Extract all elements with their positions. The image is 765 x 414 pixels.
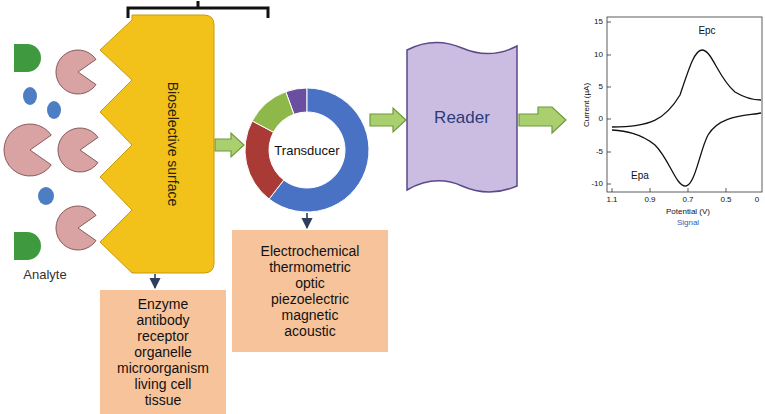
analyte-label: Analyte [23,268,66,281]
reader-shape: Reader [407,40,517,195]
tick-label: 5 [599,83,603,91]
analyte-d-shape [14,44,41,72]
analyte-pacman [56,50,96,94]
down-arrow [306,213,308,228]
node-text: Enzyme antibody receptor organelle micro… [116,296,211,408]
peak-label: Epa [631,171,649,181]
plot-frame [607,17,762,192]
signal-label: Signal [677,219,699,227]
list-box: Electrochemical thermometric optic piezo… [232,230,388,352]
block-arrow [370,108,406,132]
block-arrow [519,107,566,133]
node-text: Bioselective surface [165,82,181,207]
node-text: Reader [434,108,490,128]
node-text: Electrochemical thermometric optic piezo… [259,243,361,339]
axis-title: Potential (V) [666,208,710,216]
analyte-d-shape [14,232,41,260]
cv-curve [612,50,761,127]
tick-label: -10 [591,180,603,188]
block-arrow [215,133,244,157]
analyte-ellipse [38,187,54,205]
analyte-ellipse [47,101,61,119]
list-box: Enzyme antibody receptor organelle micro… [100,290,226,414]
donut-segment [252,92,294,132]
donut-ring [245,88,369,212]
donut-segment [245,121,284,199]
bioselective-surface: Bioselective surface [98,15,214,273]
analyte-pacman [4,124,51,176]
tick-label: -5 [596,148,603,156]
reader-body [407,42,517,192]
tick-label: 0.9 [644,196,655,204]
surface-body [100,15,214,273]
peak-label: Epc [698,26,715,36]
tick-label: 0 [755,196,759,204]
tick-label: 10 [594,51,603,59]
axis-ticks [607,22,726,192]
tick-label: 0.7 [682,196,693,204]
tick-label: 1.1 [606,196,617,204]
node-text: Transducer [274,143,339,158]
tick-label: 0 [599,115,603,123]
down-arrow [154,274,156,288]
axis-title: Current (µA) [583,83,591,127]
transducer-ring: Transducer [245,88,369,212]
tick-label: 15 [594,18,603,26]
analyte-pacman [58,128,98,172]
analyte-ellipse [23,87,37,105]
analyte-pacman [56,206,96,250]
bioselective-surface-outline [98,15,214,273]
tick-label: 0.5 [720,196,731,204]
cv-curve [612,113,761,186]
